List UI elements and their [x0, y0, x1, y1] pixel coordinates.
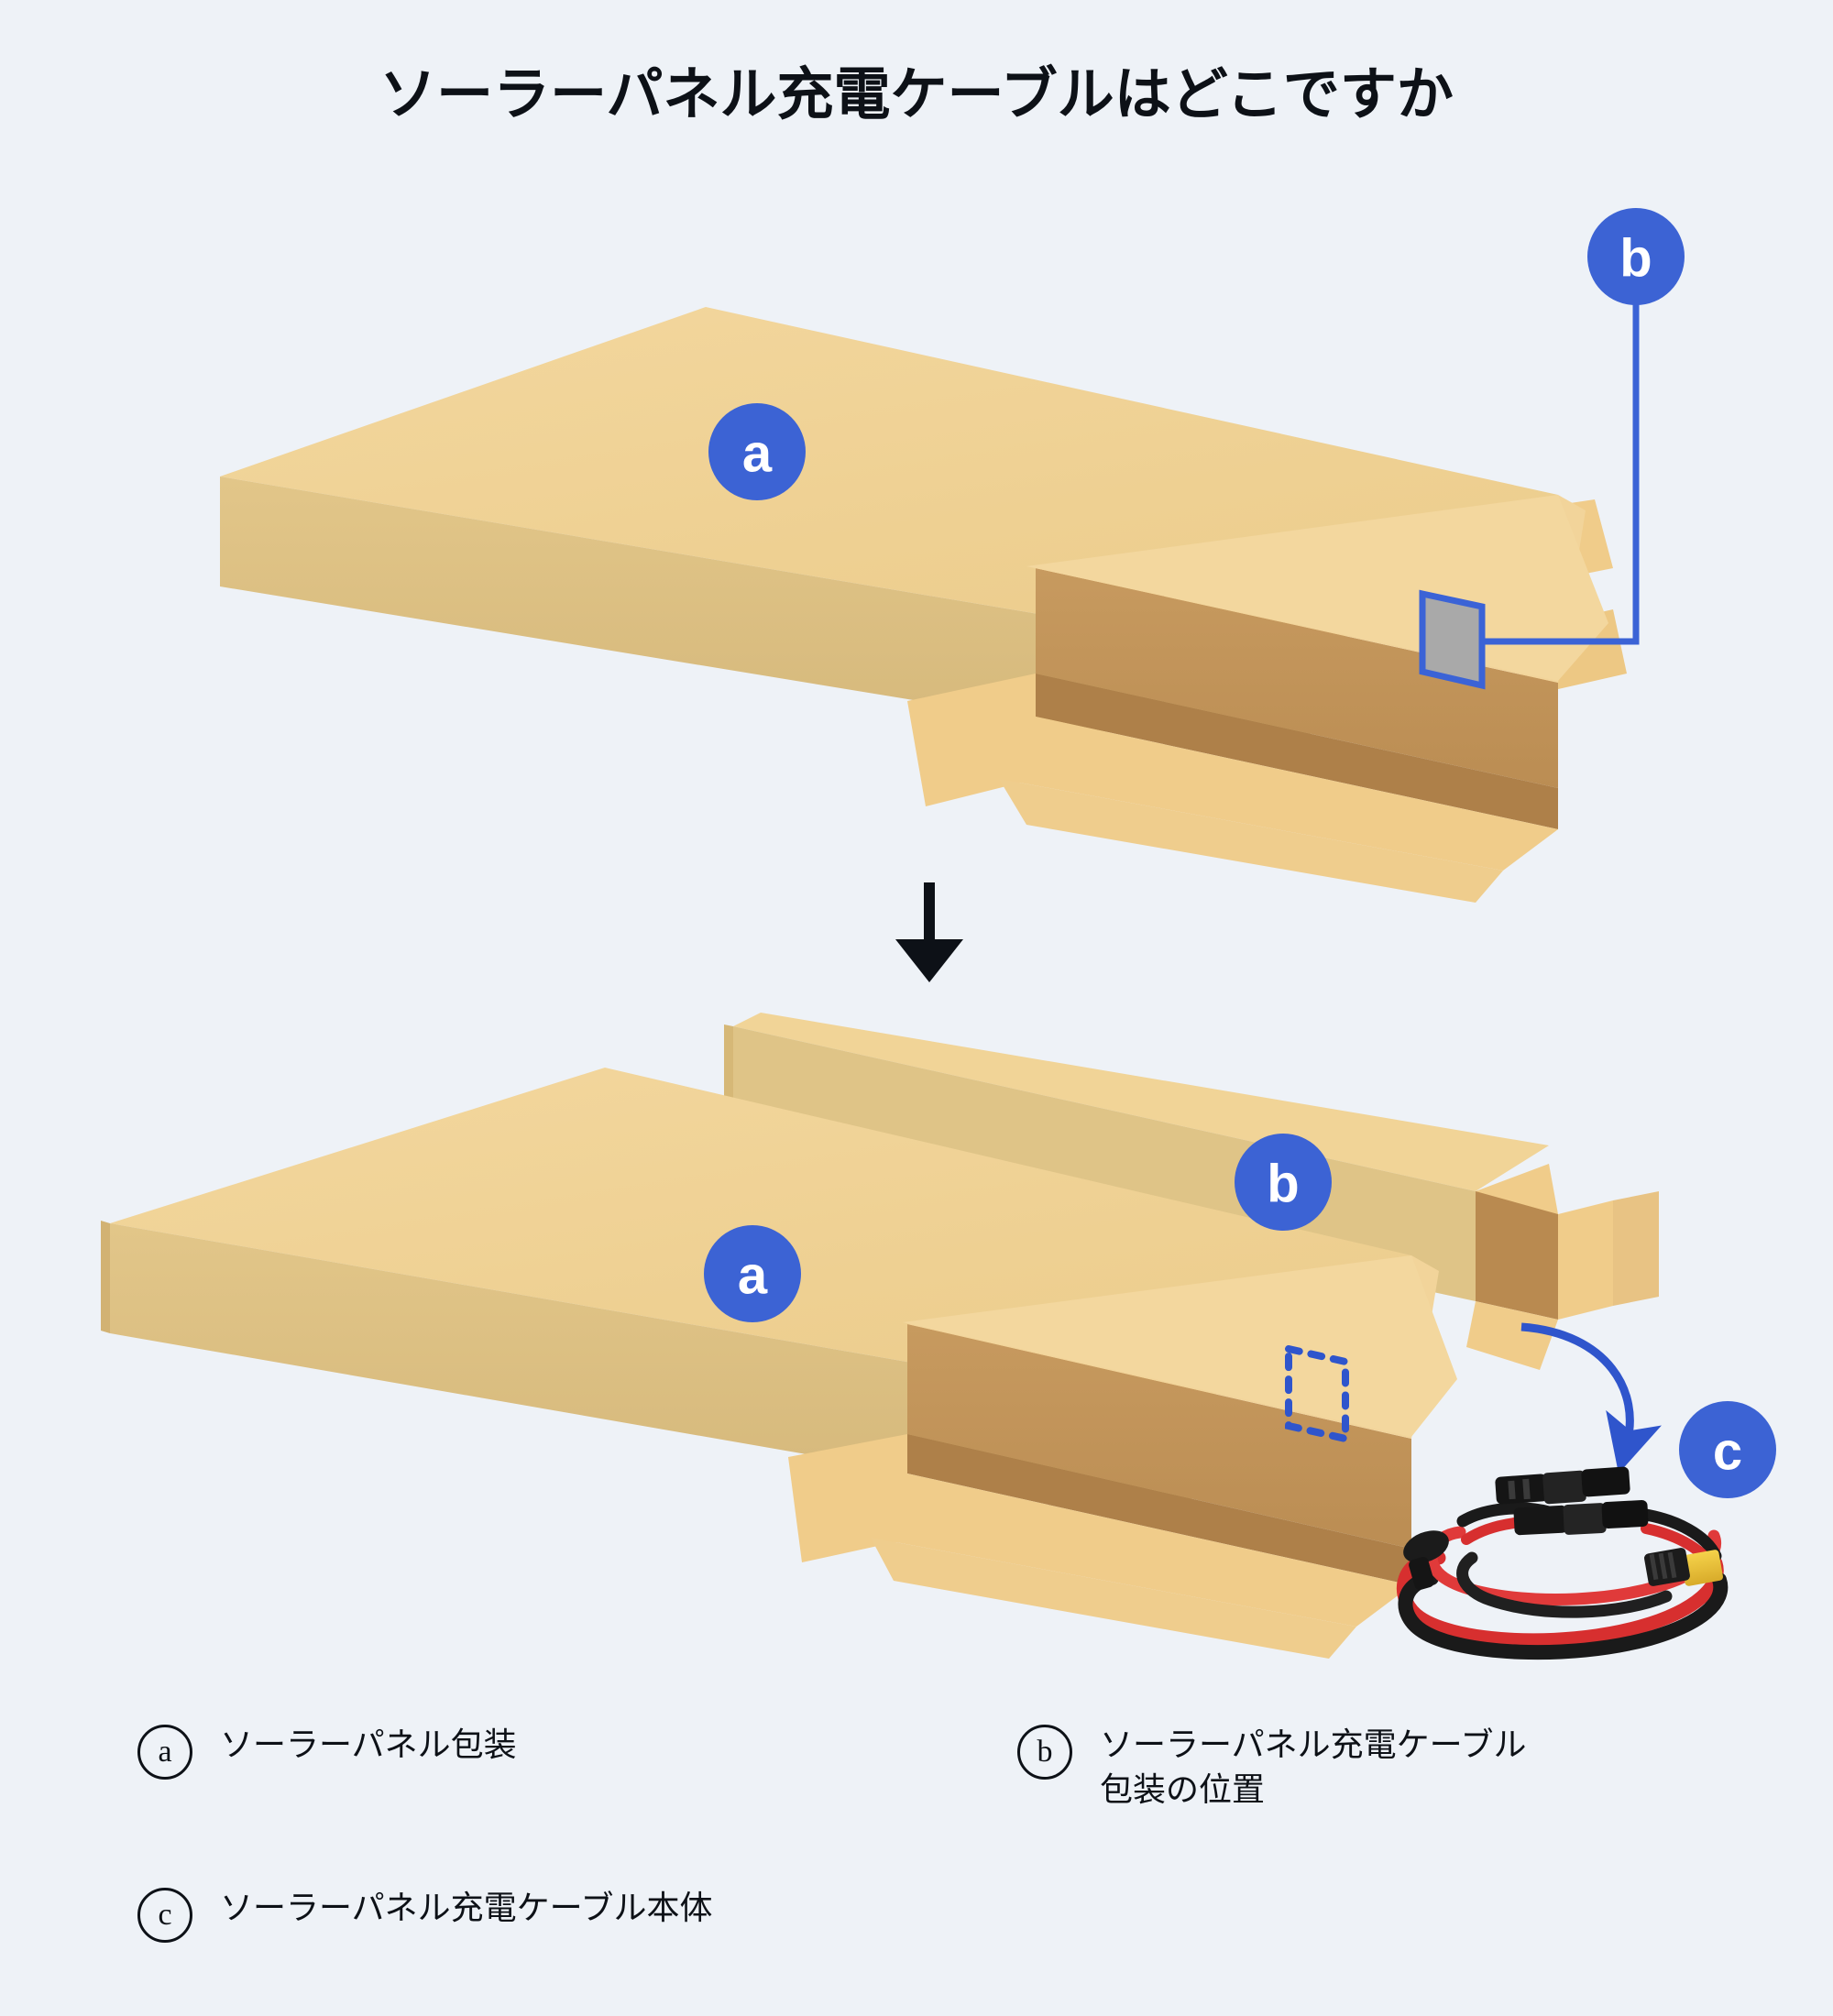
bottom-box-group: a b: [101, 1013, 1659, 1659]
bottom-box-flap-bottom: [871, 1474, 1411, 1627]
marker-badge-a-top[interactable]: a: [708, 403, 806, 500]
bottom-box-lid-flap-right: [1558, 1200, 1613, 1320]
marker-badge-b-bottom[interactable]: b: [1235, 1134, 1332, 1231]
bottom-box-lid-top: [733, 1013, 1549, 1191]
top-box-flap-bottom-tail: [999, 779, 1503, 903]
top-box-inner-cavity: [1036, 568, 1558, 788]
marker-badge-a-bottom[interactable]: a: [704, 1225, 801, 1322]
legend-marker-c: c: [137, 1888, 192, 1943]
marker-badge-b-top-label: b: [1619, 229, 1652, 289]
cable-lead-black-b: [1634, 1507, 1722, 1562]
bottom-box-lid-endcap: [1476, 1191, 1558, 1320]
marker-badge-a-top-label: a: [742, 424, 773, 484]
marker-badge-b-bottom-label: b: [1267, 1155, 1299, 1214]
mc4-connector-lower: [1513, 1500, 1649, 1536]
legend-label-b: ソーラーパネル充電ケーブル 包装の位置: [1100, 1726, 1527, 1808]
bottom-box-left-cap: [101, 1221, 110, 1333]
legend-marker-a: a: [137, 1725, 192, 1780]
marker-badge-c[interactable]: c: [1679, 1401, 1776, 1498]
legend-marker-b: b: [1017, 1725, 1072, 1780]
step-down-arrow: [895, 882, 963, 982]
marker-badge-c-label: c: [1713, 1422, 1742, 1482]
legend-item-c: c ソーラーパネル充電ケーブル本体: [137, 1886, 712, 1943]
bottom-box-top-flap-band: [903, 1255, 1457, 1437]
marker-badge-a-bottom-label: a: [738, 1246, 768, 1306]
xt60-connector: [1644, 1548, 1723, 1586]
top-box-inner-cavity-floor: [1036, 674, 1558, 829]
cable-slot-highlight-solid[interactable]: [1419, 589, 1486, 690]
bottom-box-inner-floor: [907, 1434, 1411, 1585]
legend-label-c: ソーラーパネル充電ケーブル本体: [220, 1889, 713, 1926]
bottom-box-inner-cavity: [907, 1324, 1411, 1549]
bottom-box-flap-bottom-tail: [871, 1538, 1356, 1659]
legend-label-a: ソーラーパネル包装: [220, 1726, 517, 1763]
marker-badge-b-top[interactable]: b: [1587, 208, 1685, 305]
top-box-flap-bottom: [999, 717, 1558, 871]
solar-charging-cable-photo: [1396, 1466, 1729, 1660]
cable-inline-barrel: [1403, 1530, 1449, 1590]
cable-callout-arrow: [1520, 1322, 1662, 1474]
bottom-box-lid-flap-down: [1466, 1301, 1558, 1370]
leader-line-b: [1482, 275, 1640, 645]
legend: a ソーラーパネル包装 b ソーラーパネル充電ケーブル 包装の位置 c ソーラー…: [137, 1723, 1751, 1998]
cable-black-loop-inner: [1456, 1551, 1673, 1618]
mc4-connector-upper: [1495, 1466, 1630, 1505]
top-box-group: b a: [220, 208, 1685, 903]
cable-black-loop-outer: [1398, 1571, 1729, 1660]
cable-slot-highlight-dashed[interactable]: [1285, 1343, 1349, 1444]
legend-item-b: b ソーラーパネル充電ケーブル 包装の位置: [1017, 1723, 1526, 1812]
page-title: ソーラーパネル充電ケーブルはどこですか: [379, 63, 1454, 126]
bottom-box-lid-flap-right2: [1613, 1191, 1659, 1306]
legend-item-a: a ソーラーパネル包装: [137, 1723, 517, 1780]
